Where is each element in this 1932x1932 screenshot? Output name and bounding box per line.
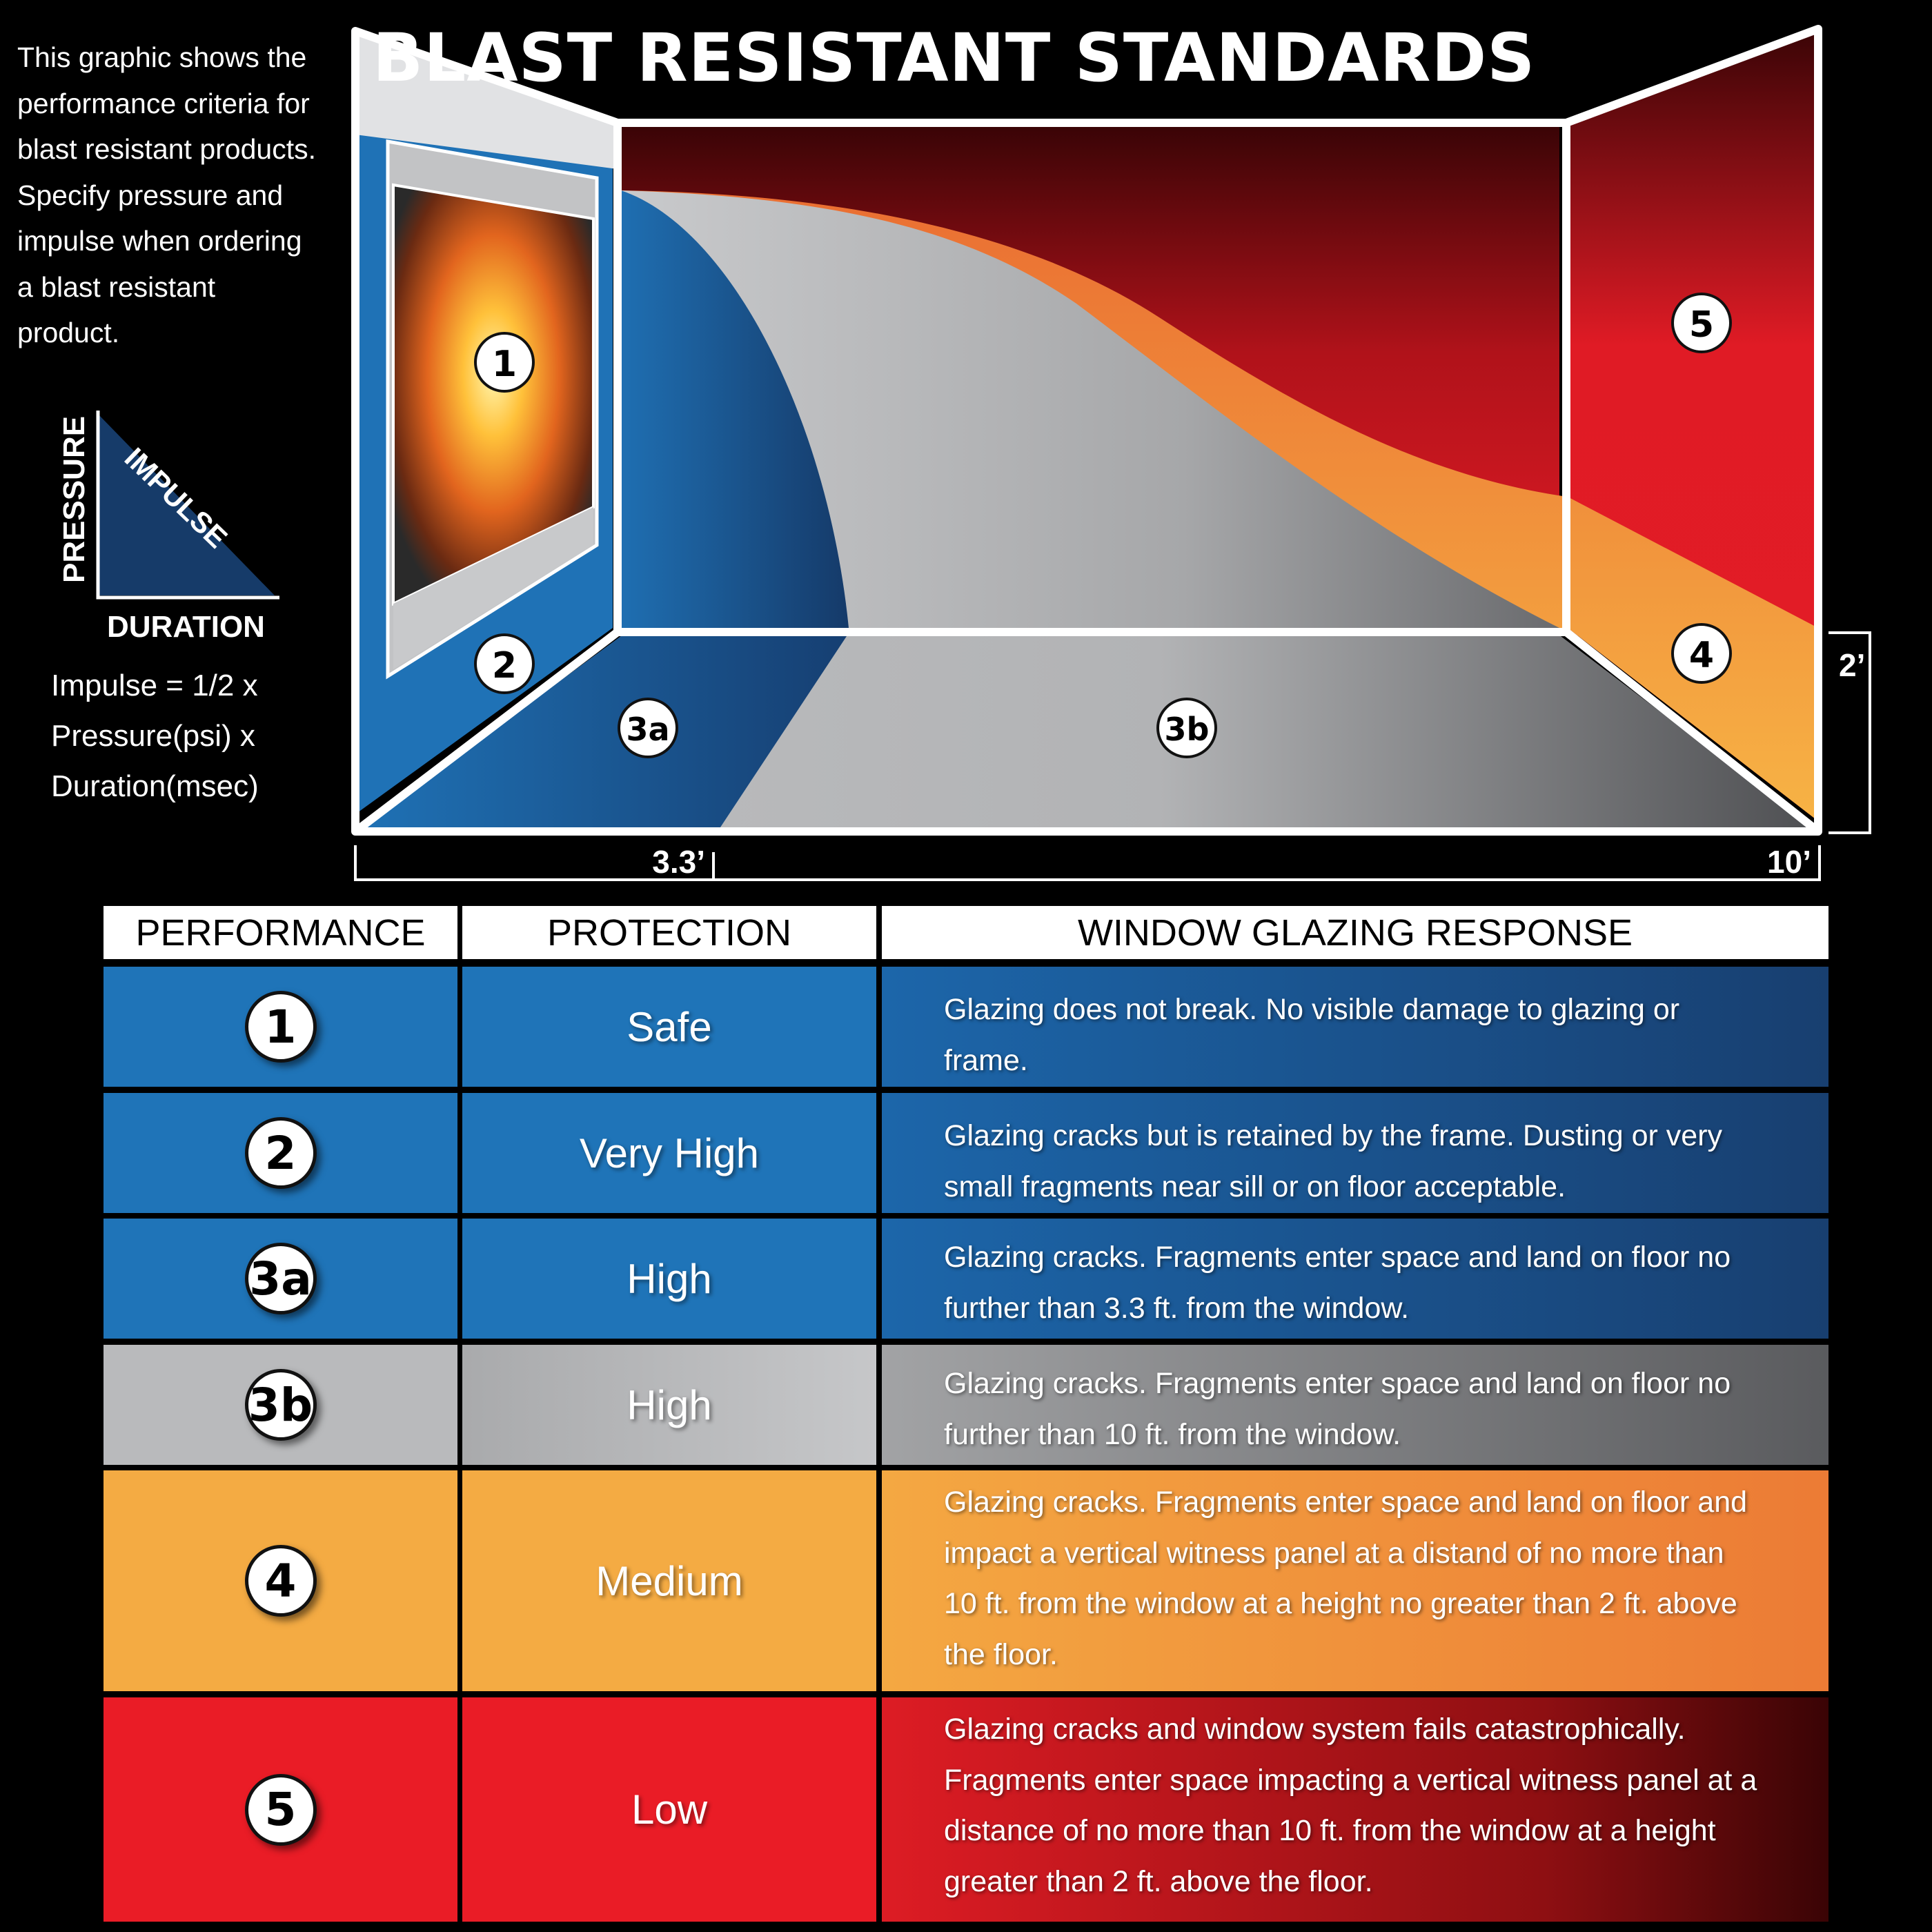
pressure-impulse-triangle: PRESSURE IMPULSE DURATION <box>57 411 279 644</box>
response-cell: Glazing cracks. Fragments enter space an… <box>882 1470 1828 1691</box>
zone-3b-badge: 3b <box>1156 698 1217 758</box>
performance-cell: 2 <box>103 1093 457 1213</box>
level-badge: 5 <box>244 1773 317 1846</box>
performance-cell: 1 <box>103 967 457 1087</box>
level-badge: 4 <box>244 1545 317 1617</box>
intro-text: This graphic shows the performance crite… <box>17 41 316 348</box>
response-cell: Glazing cracks. Fragments enter space an… <box>882 1345 1828 1465</box>
level-badge: 1 <box>244 991 317 1063</box>
zone-3b-wall-area <box>621 190 1559 628</box>
protection-cell: Safe <box>462 967 876 1087</box>
svg-text:3b: 3b <box>1165 711 1210 748</box>
response-cell: Glazing cracks but is retained by the fr… <box>882 1093 1828 1213</box>
dim-near-label: 3.3’ <box>652 844 705 880</box>
svg-text:5: 5 <box>1689 304 1714 346</box>
header-performance: PERFORMANCE <box>103 906 457 959</box>
blast-room-diagram: 1 2 3a 3b 4 5 3.3’ 10’ 2’ <box>351 25 1871 881</box>
dimension-lines <box>354 631 1871 881</box>
dim-far-label: 10’ <box>1767 844 1811 880</box>
level-badge: 3b <box>244 1369 317 1441</box>
left-wall-top <box>355 29 618 169</box>
zone-3a-floor <box>355 636 847 831</box>
page-title: BLAST RESISTANT STANDARDS <box>373 19 1536 97</box>
response-cell: Glazing cracks and window system fails c… <box>882 1697 1828 1922</box>
protection-cell: High <box>462 1345 876 1465</box>
svg-text:1: 1 <box>492 344 517 385</box>
header-protection: PROTECTION <box>462 906 876 959</box>
zone-2-badge: 2 <box>474 633 535 694</box>
svg-text:3a: 3a <box>626 711 669 748</box>
zone-1-badge: 1 <box>474 332 535 393</box>
dim-height-label: 2’ <box>1839 647 1865 683</box>
header-window-glazing-response: WINDOW GLAZING RESPONSE <box>882 906 1828 959</box>
zone-badges: 1 2 3a 3b 4 5 <box>474 293 1732 758</box>
performance-cell: 4 <box>103 1470 457 1691</box>
level-badge: 2 <box>244 1117 317 1189</box>
zone-4-badge: 4 <box>1671 623 1732 684</box>
impulse-formula: Impulse = 1/2 x Pressure(psi) x Duration… <box>51 669 259 803</box>
performance-cell: 5 <box>103 1697 457 1922</box>
performance-cell: 3a <box>103 1219 457 1339</box>
window-sill <box>393 507 593 669</box>
protection-cell: High <box>462 1219 876 1339</box>
zone-3a-badge: 3a <box>618 698 678 758</box>
performance-cell: 3b <box>103 1345 457 1465</box>
protection-cell: Medium <box>462 1470 876 1691</box>
pressure-label: PRESSURE <box>57 416 91 583</box>
duration-label: DURATION <box>107 610 265 644</box>
svg-text:2: 2 <box>492 645 517 687</box>
room-edges <box>351 25 1822 836</box>
response-cell: Glazing does not break. No visible damag… <box>882 967 1828 1087</box>
protection-cell: Very High <box>462 1093 876 1213</box>
zone-5-badge: 5 <box>1671 293 1732 353</box>
level-badge: 3a <box>244 1243 317 1314</box>
svg-text:4: 4 <box>1689 635 1714 676</box>
protection-cell: Low <box>462 1697 876 1922</box>
zone-3a-wall-area <box>621 190 849 628</box>
response-cell: Glazing cracks. Fragments enter space an… <box>882 1219 1828 1339</box>
